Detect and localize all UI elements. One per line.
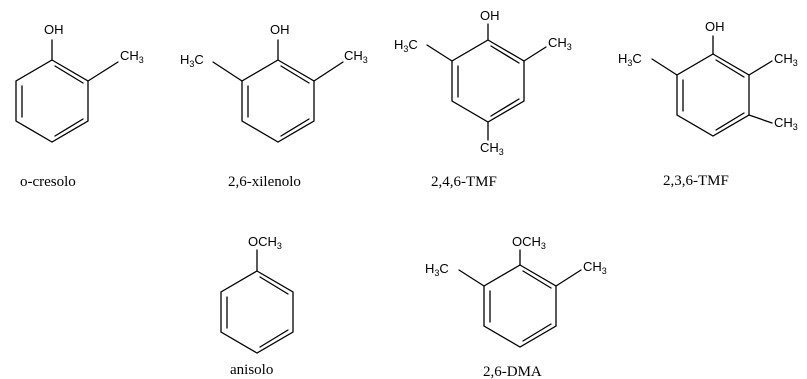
och3-label-6: OCH3 xyxy=(512,234,546,251)
ring-2-6-xilenolo xyxy=(241,59,315,143)
oh-label-3: OH xyxy=(480,8,500,23)
molecule-2-6-xilenolo: OH H3C CH3 2,6-xilenolo xyxy=(180,22,368,190)
ring-2-3-6-TMF xyxy=(676,53,750,137)
ring-2-4-6-TMF xyxy=(451,39,525,123)
ch3-label-6: CH3 xyxy=(583,259,607,276)
ch3-label-4b: CH3 xyxy=(774,115,798,132)
ring-2-6-DMA xyxy=(483,264,557,348)
h3c-label-4: H3C xyxy=(618,51,642,68)
ch3-label-1: CH3 xyxy=(120,48,144,65)
molecule-anisolo: OCH3 anisolo xyxy=(220,234,294,378)
molecule-name-o-cresolo: o-cresolo xyxy=(20,174,76,190)
oh-label-4: OH xyxy=(705,19,725,34)
och3-label-5: OCH3 xyxy=(248,234,282,251)
ring-anisolo xyxy=(220,270,294,354)
ch3-label-3b: CH3 xyxy=(480,140,504,157)
molecule-name-2-3-6-TMF: 2,3,6-TMF xyxy=(663,173,729,189)
ch3-label-4a: CH3 xyxy=(774,51,798,68)
h3c-label-2: H3C xyxy=(180,52,204,69)
molecule-2-4-6-TMF: OH H3C CH3 CH3 2,4,6-TMF xyxy=(394,8,572,190)
molecule-o-cresolo: OH CH3 o-cresolo xyxy=(15,22,144,190)
ch3-label-3a: CH3 xyxy=(548,35,572,52)
ring-o-cresolo xyxy=(15,59,89,143)
molecule-2-6-DMA: OCH3 H3C CH3 2,6-DMA xyxy=(425,234,607,379)
molecule-name-2-4-6-TMF: 2,4,6-TMF xyxy=(431,174,497,190)
molecule-name-2-6-xilenolo: 2,6-xilenolo xyxy=(228,174,301,190)
molecule-name-anisolo: anisolo xyxy=(230,362,273,378)
h3c-label-6: H3C xyxy=(425,261,449,278)
molecule-name-2-6-DMA: 2,6-DMA xyxy=(483,364,542,379)
molecule-2-3-6-TMF: OH H3C CH3 CH3 2,3,6-TMF xyxy=(618,19,798,189)
oh-label-1: OH xyxy=(44,22,64,37)
ch3-label-2: CH3 xyxy=(344,48,368,65)
h3c-label-3: H3C xyxy=(394,37,418,54)
oh-label-2: OH xyxy=(270,22,290,37)
